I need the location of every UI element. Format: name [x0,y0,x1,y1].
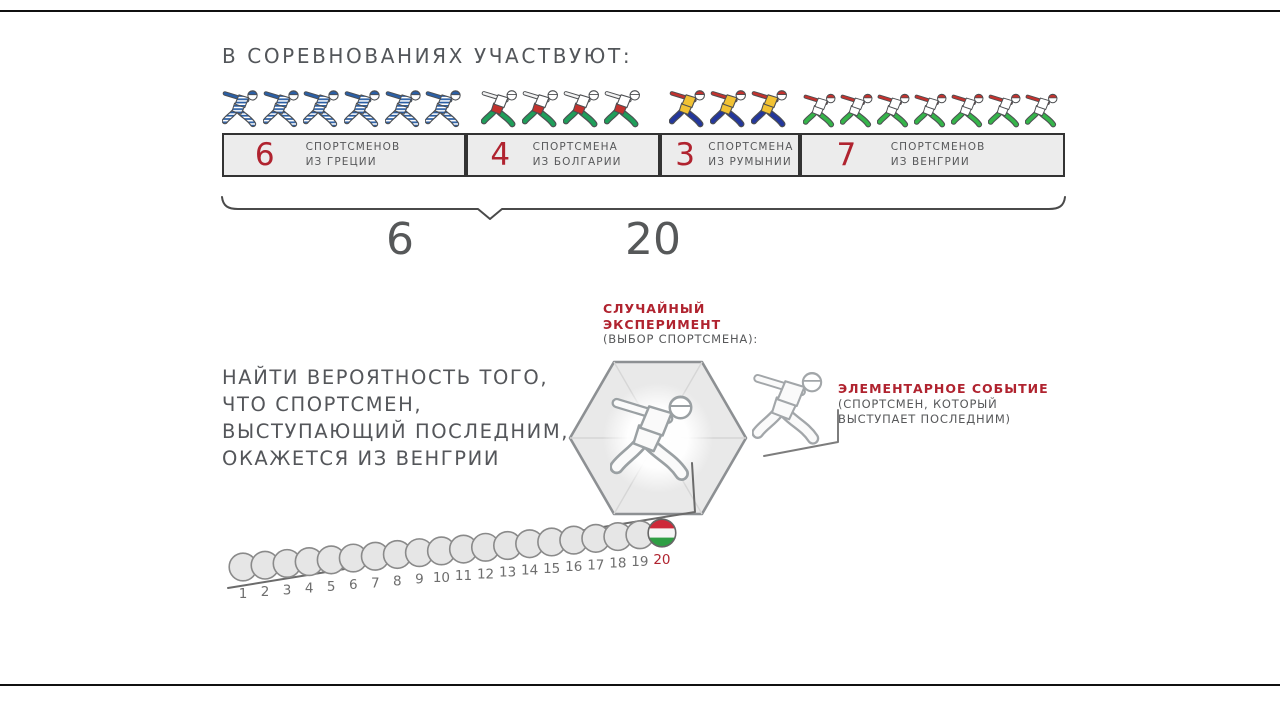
group-label-greece: СПОРТСМЕНОВ ИЗ ГРЕЦИИ [306,140,401,170]
athlete-icon-bulgaria [563,85,604,130]
athlete-icon-romania [710,85,751,130]
athlete-icon-greece [425,85,466,130]
group-label-line: СПОРТСМЕНОВ [890,140,986,153]
group-label-line: СПОРТСМЕНОВ [305,140,401,153]
athlete-icon-greece [344,85,385,130]
athlete-icon-bulgaria [481,85,522,130]
sequence-number: 11 [455,568,472,584]
athlete-icon-greece [222,85,263,130]
athlete-icon-romania [751,85,792,130]
group-label-line: ИЗ РУМЫНИИ [708,156,792,168]
group-box-romania: 3 СПОРТСМЕНА ИЗ РУМЫНИИ [660,133,800,177]
athlete-icon-hungary [988,89,1025,130]
athletes-row-romania [660,72,800,130]
problem-line: ОКАЖЕТСЯ ИЗ ВЕНГРИИ [222,447,501,470]
elementary-event-title: ЭЛЕМЕНТАРНОЕ СОБЫТИЕ [838,381,1049,396]
sequence-number: 7 [371,575,380,591]
group-label-line: ИЗ БОЛГАРИИ [532,156,622,168]
sequence-number: 10 [433,570,450,586]
brace-right-value: 20 [625,214,681,265]
sequence-number: 16 [565,559,582,575]
slide-title: В СОРЕВНОВАНИЯХ УЧАСТВУЮТ: [222,44,633,68]
frame-top-line [0,10,1280,12]
athlete-icon-hungary [951,89,988,130]
sequence-number: 2 [261,584,270,600]
athlete-icon-hungary [803,89,840,130]
elementary-event-figure [757,373,839,457]
elementary-event-subtitle-line: ВЫСТУПАЕТ ПОСЛЕДНИМ) [838,412,1011,426]
sequence-number: 12 [477,566,494,582]
experiment-title-line: СЛУЧАЙНЫЙ [603,301,706,316]
problem-line: ВЫСТУПАЮЩИЙ ПОСЛЕДНИМ, [222,420,570,443]
sequence-number: 19 [631,554,648,570]
group-bulgaria: 4 СПОРТСМЕНА ИЗ БОЛГАРИИ [466,72,660,177]
sequence-number: 4 [305,581,314,597]
group-label-line: СПОРТСМЕНА [708,140,794,153]
athlete-icon-hungary [877,89,914,130]
sequence-number: 15 [543,561,560,577]
group-label-line: ИЗ ГРЕЦИИ [305,156,377,168]
sequence-circle-outline [647,518,677,548]
group-label-romania: СПОРТСМЕНА ИЗ РУМЫНИИ [708,140,793,170]
athlete-icon-hungary [1025,89,1062,130]
athletes-row-greece [222,72,466,130]
group-box-bulgaria: 4 СПОРТСМЕНА ИЗ БОЛГАРИИ [466,133,660,177]
group-label-hungary: СПОРТСМЕНОВ ИЗ ВЕНГРИИ [891,140,986,170]
problem-text: НАЙТИ ВЕРОЯТНОСТЬ ТОГО, ЧТО СПОРТСМЕН, В… [222,364,569,472]
group-label-bulgaria: СПОРТСМЕНА ИЗ БОЛГАРИИ [533,140,622,170]
pedestal-line [763,409,839,457]
athlete-icon-hungary [840,89,877,130]
group-hungary: 7 СПОРТСМЕНОВ ИЗ ВЕНГРИИ [800,72,1065,177]
athlete-outline-icon [757,373,822,439]
brace-left-value: 6 [386,214,414,265]
experiment-subtitle: (ВЫБОР СПОРТСМЕНА): [603,332,759,346]
sequence-number: 5 [327,579,336,595]
brace [221,196,1066,220]
group-romania: 3 СПОРТСМЕНА ИЗ РУМЫНИИ [660,72,800,177]
sequence-number: 3 [283,582,292,598]
athlete-icon-hungary [914,89,951,130]
group-greece: 6 СПОРТСМЕНОВ ИЗ ГРЕЦИИ [222,72,466,177]
group-count-romania: 3 [675,136,695,173]
experiment-title-line: ЭКСПЕРИМЕНТ [603,316,722,332]
problem-line: ЧТО СПОРТСМЕН, [222,393,423,416]
athlete-icon-bulgaria [604,85,645,130]
sequence-number: 18 [609,556,626,572]
athlete-icon-greece [303,85,344,130]
athlete-icon-greece [263,85,304,130]
group-label-line: ИЗ ВЕНГРИИ [890,156,970,168]
athlete-icon-greece [385,85,426,130]
group-box-hungary: 7 СПОРТСМЕНОВ ИЗ ВЕНГРИИ [800,133,1065,177]
group-box-greece: 6 СПОРТСМЕНОВ ИЗ ГРЕЦИИ [222,133,466,177]
sequence-number: 9 [415,572,424,588]
sequence-number: 8 [393,573,402,589]
sequence-number: 13 [499,565,516,581]
elementary-event-subtitle-line: (СПОРТСМЕН, КОТОРЫЙ [838,396,998,411]
athlete-icon-bulgaria [522,85,563,130]
random-experiment-label: СЛУЧАЙНЫЙ ЭКСПЕРИМЕНТ (ВЫБОР СПОРТСМЕНА)… [603,301,758,348]
group-count-greece: 6 [254,136,275,173]
sequence-circle-hungary-flag [648,519,676,547]
group-label-line: СПОРТСМЕНА [532,140,618,153]
athletes-row-hungary [800,72,1065,130]
problem-line: НАЙТИ ВЕРОЯТНОСТЬ ТОГО, [222,366,549,389]
random-experiment-hexagon [568,360,748,516]
athletes-row-bulgaria [466,72,660,130]
sequence-number: 17 [587,557,604,573]
sequence-number: 14 [521,563,538,579]
elementary-event-label: ЭЛЕМЕНТАРНОЕ СОБЫТИЕ (СПОРТСМЕН, КОТОРЫЙ… [838,381,1049,428]
athlete-icon-romania [669,85,710,130]
group-count-bulgaria: 4 [490,136,511,173]
sequence-number: 20 [653,552,670,568]
group-count-hungary: 7 [836,136,857,173]
frame-bottom-line [0,684,1280,686]
sequence-number: 1 [239,586,248,602]
sequence-number: 6 [349,577,358,593]
